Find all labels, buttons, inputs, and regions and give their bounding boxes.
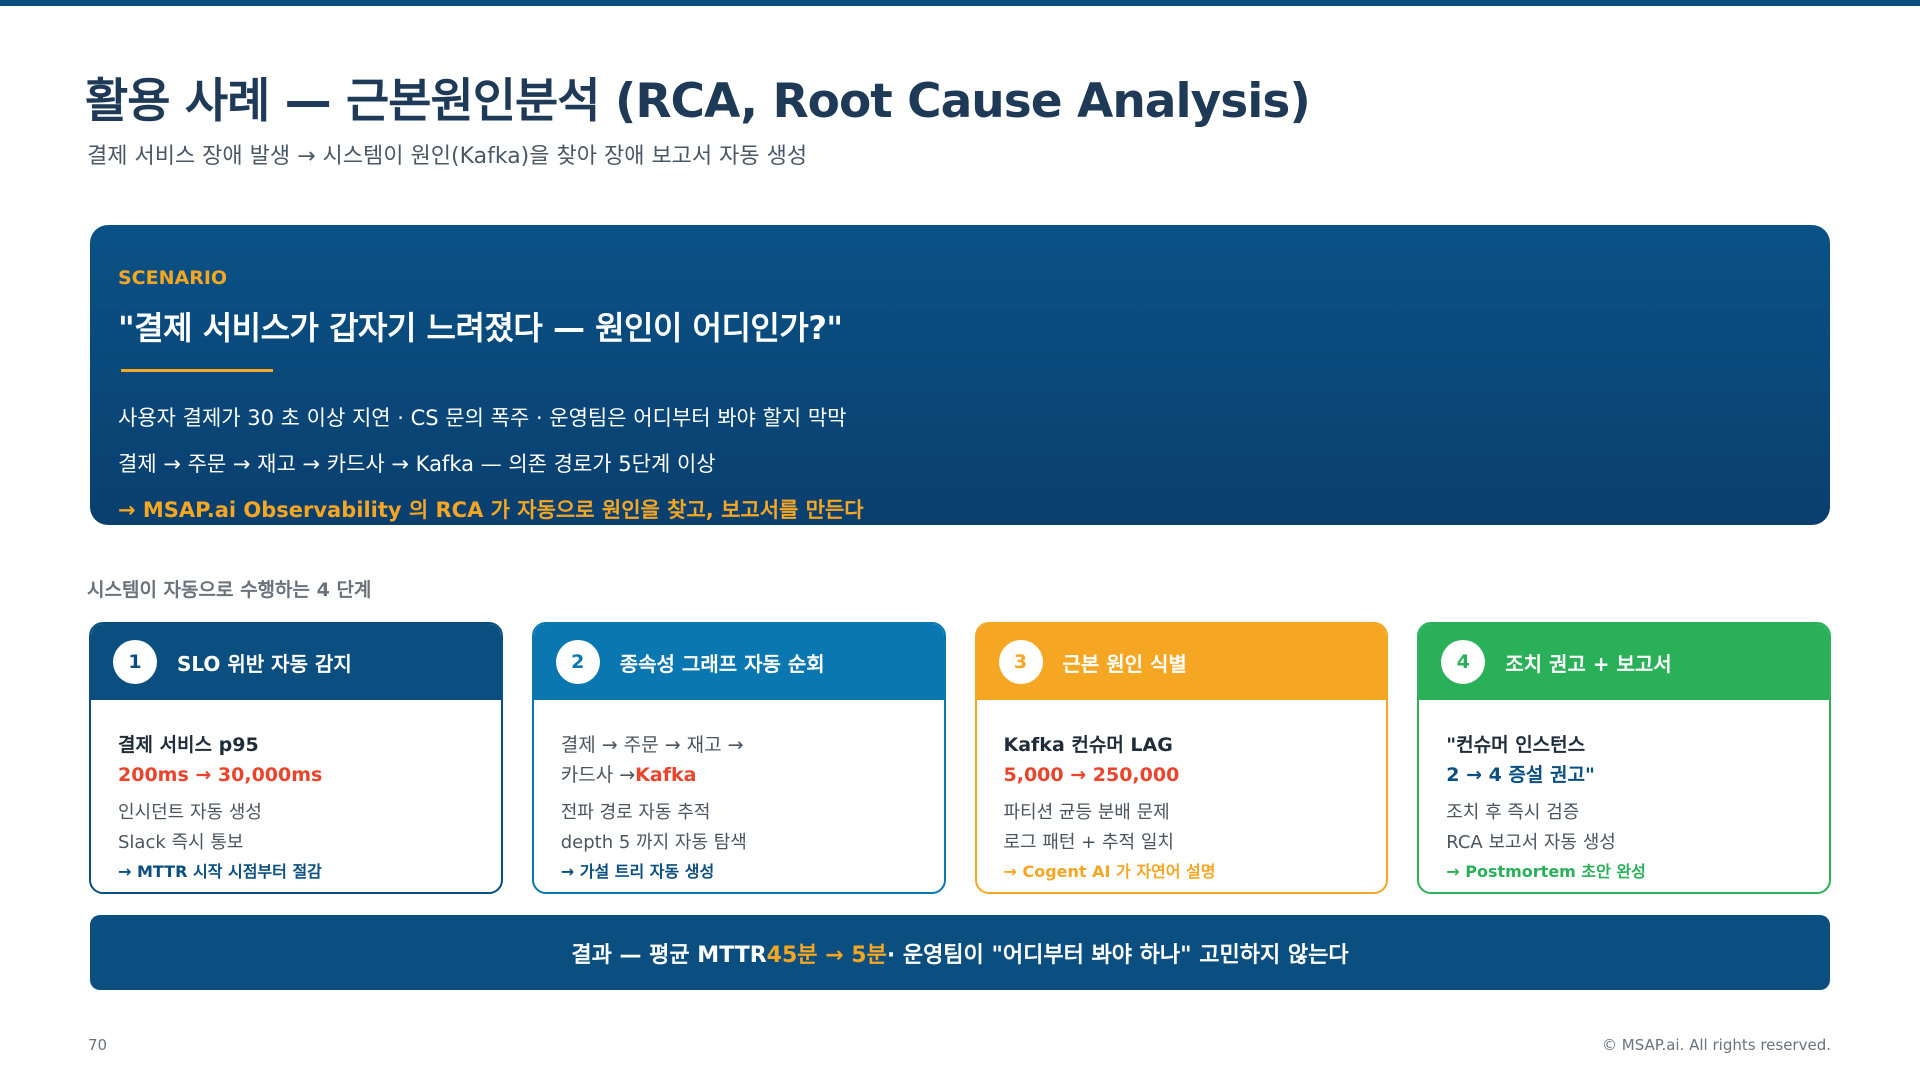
scenario-line-dependency: 결제 → 주문 → 재고 → 카드사 → Kafka — 의존 경로가 5단계 … bbox=[118, 452, 716, 476]
step-card-body: 결제 → 주문 → 재고 → 카드사 →Kafka 전파 경로 자동 추적 de… bbox=[534, 700, 944, 886]
step-main-text: 결제 서비스 p95 bbox=[118, 734, 259, 756]
step-title: SLO 위반 자동 감지 bbox=[177, 651, 352, 676]
step-number-badge: 2 bbox=[555, 640, 600, 684]
step-main-text: Kafka 컨슈머 LAG bbox=[1003, 734, 1173, 756]
step-card-4: 4 조치 권고 + 보고서 "컨슈머 인스턴스 2 → 4 증설 권고" 조치 … bbox=[1417, 622, 1831, 894]
scenario-line-symptom: 사용자 결제가 30 초 이상 지연 · CS 문의 폭주 · 운영팀은 어디부… bbox=[118, 406, 847, 430]
step-outcome-note: → 가설 트리 자동 생성 bbox=[560, 862, 715, 881]
scenario-underline bbox=[121, 369, 273, 372]
step-detail-1: 인시던트 자동 생성 bbox=[118, 802, 262, 823]
step-detail-2: RCA 보고서 자동 생성 bbox=[1446, 832, 1616, 853]
step-title: 근본 원인 식별 bbox=[1062, 651, 1187, 676]
step-number-badge: 3 bbox=[998, 640, 1043, 684]
step-detail-1: 파티션 균등 분배 문제 bbox=[1003, 802, 1170, 823]
step-outcome-note: → MTTR 시작 시점부터 절감 bbox=[118, 862, 322, 881]
step-card-body: "컨슈머 인스턴스 2 → 4 증설 권고" 조치 후 즉시 검증 RCA 보고… bbox=[1419, 700, 1829, 886]
step-number-badge: 1 bbox=[113, 640, 157, 684]
step-title: 조치 권고 + 보고서 bbox=[1505, 651, 1672, 676]
step-card-body: 결제 서비스 p95 200ms → 30,000ms 인시던트 자동 생성 S… bbox=[91, 700, 501, 886]
result-highlight: 45분 → 5분 bbox=[766, 942, 887, 968]
copyright-notice: © MSAP.ai. All rights reserved. bbox=[1601, 1036, 1831, 1054]
step-outcome-note: → Cogent AI 가 자연어 설명 bbox=[1003, 862, 1216, 881]
scenario-tag: SCENARIO bbox=[118, 267, 228, 289]
step-accent-value: 5,000 → 250,000 bbox=[1003, 764, 1180, 786]
step-card-header: 1 SLO 위반 자동 감지 bbox=[91, 624, 501, 700]
step-outcome-note: → Postmortem 초안 완성 bbox=[1446, 862, 1646, 881]
step-accent-prefix: 카드사 → bbox=[560, 764, 636, 786]
step-main-text: "컨슈머 인스턴스 bbox=[1446, 734, 1586, 756]
scenario-quote: "결제 서비스가 갑자기 느려졌다 — 원인이 어디인가?" bbox=[118, 309, 843, 347]
page-number: 70 bbox=[88, 1036, 108, 1054]
step-cards: 1 SLO 위반 자동 감지 결제 서비스 p95 200ms → 30,000… bbox=[89, 622, 1831, 894]
result-suffix: · 운영팀이 "어디부터 봐야 하나" 고민하지 않는다 bbox=[886, 942, 1349, 968]
step-detail-1: 전파 경로 자동 추적 bbox=[560, 802, 711, 823]
step-accent-text: 2 → 4 증설 권고" bbox=[1446, 760, 1829, 790]
step-number-badge: 4 bbox=[1441, 640, 1486, 684]
step-card-header: 3 근본 원인 식별 bbox=[976, 624, 1387, 700]
step-main-text: 결제 → 주문 → 재고 → bbox=[560, 734, 744, 756]
step-card-body: Kafka 컨슈머 LAG 5,000 → 250,000 파티션 균등 분배 … bbox=[977, 700, 1387, 886]
top-accent-bar bbox=[0, 0, 1920, 6]
scenario-line-solution: → MSAP.ai Observability 의 RCA 가 자동으로 원인을… bbox=[118, 498, 864, 522]
step-card-header: 4 조치 권고 + 보고서 bbox=[1419, 624, 1829, 700]
step-accent-text: 5,000 → 250,000 bbox=[1004, 760, 1387, 790]
step-detail-1: 조치 후 즉시 검증 bbox=[1446, 802, 1580, 823]
step-accent-value: 200ms → 30,000ms bbox=[118, 764, 323, 786]
scenario-panel: SCENARIO "결제 서비스가 갑자기 느려졌다 — 원인이 어디인가?" … bbox=[90, 225, 1830, 525]
step-accent-value: 2 → 4 증설 권고" bbox=[1446, 764, 1595, 786]
step-accent-value: Kafka bbox=[635, 764, 697, 786]
result-prefix: 결과 — 평균 MTTR bbox=[571, 942, 767, 968]
page-subtitle: 결제 서비스 장애 발생 → 시스템이 원인(Kafka)을 찾아 장애 보고서… bbox=[87, 144, 808, 169]
steps-heading: 시스템이 자동으로 수행하는 4 단계 bbox=[87, 579, 372, 601]
page-title: 활용 사례 — 근본원인분석 (RCA, Root Cause Analysis… bbox=[85, 74, 1311, 129]
step-accent-text: 200ms → 30,000ms bbox=[118, 760, 501, 790]
step-detail-2: depth 5 까지 자동 탐색 bbox=[560, 832, 747, 853]
step-detail-2: 로그 패턴 + 추적 일치 bbox=[1003, 832, 1174, 853]
step-card-1: 1 SLO 위반 자동 감지 결제 서비스 p95 200ms → 30,000… bbox=[89, 622, 503, 894]
step-accent-text: 카드사 →Kafka bbox=[561, 760, 944, 790]
step-card-3: 3 근본 원인 식별 Kafka 컨슈머 LAG 5,000 → 250,000… bbox=[974, 622, 1389, 894]
step-card-2: 2 종속성 그래프 자동 순회 결제 → 주문 → 재고 → 카드사 →Kafk… bbox=[531, 622, 946, 894]
step-card-header: 2 종속성 그래프 자동 순회 bbox=[533, 624, 944, 700]
step-title: 종속성 그래프 자동 순회 bbox=[619, 651, 825, 676]
step-detail-2: Slack 즉시 통보 bbox=[118, 832, 244, 853]
